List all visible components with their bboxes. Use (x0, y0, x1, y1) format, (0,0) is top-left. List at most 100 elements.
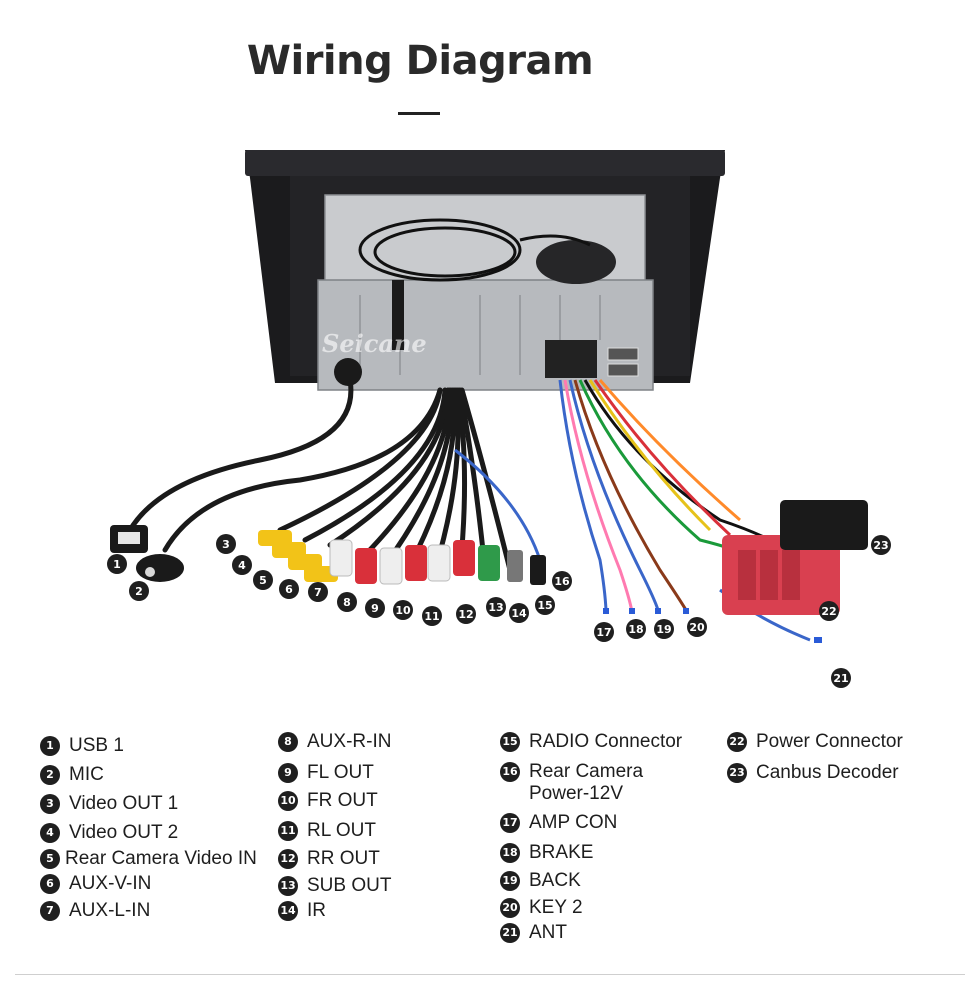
legend-badge: 4 (40, 823, 60, 843)
legend-label: RADIO Connector (529, 731, 683, 752)
callout-badge-label: 1 (113, 558, 121, 571)
legend-badge: 7 (40, 901, 60, 921)
legend-item-20: 20 KEY 2 (500, 897, 583, 919)
legend-badge: 22 (727, 732, 747, 752)
legend-label: Canbus Decoder (756, 762, 899, 783)
legend-label: AUX-L-IN (69, 900, 151, 921)
legend-label: FL OUT (307, 762, 374, 783)
callout-badge-label: 5 (259, 574, 267, 587)
legend-label: KEY 2 (529, 897, 583, 918)
legend-label: Power Connector (756, 731, 903, 752)
callout-badge-label: 8 (343, 596, 351, 609)
callout-badge-13: 13 (486, 597, 506, 617)
legend-label: ANT (529, 922, 567, 943)
callout-badge-label: 13 (488, 601, 503, 614)
legend-label: FR OUT (307, 790, 378, 811)
callout-badge-8: 8 (337, 592, 357, 612)
callout-badge-12: 12 (456, 604, 476, 624)
callout-badge-11: 11 (422, 606, 442, 626)
callout-badge-16: 16 (552, 571, 572, 591)
legend-item-15: 15 RADIO Connector (500, 731, 682, 753)
legend-item-22: 22 Power Connector (727, 731, 903, 753)
callout-badge-2: 2 (129, 581, 149, 601)
legend-badge: 11 (278, 821, 298, 841)
legend-badge: 6 (40, 874, 60, 894)
legend-badge: 13 (278, 876, 298, 896)
callout-badge-label: 16 (554, 575, 570, 588)
watermark-text: Seicane (322, 329, 427, 358)
legend-label: Video OUT 2 (69, 822, 179, 843)
callout-badge-label: 17 (596, 626, 611, 639)
page-title: Wiring Diagram (246, 38, 594, 84)
legend-item-1: 1 USB 1 (40, 735, 124, 757)
callout-badge-label: 11 (424, 610, 439, 623)
head-unit: Seicane (245, 150, 725, 391)
legend-label: IR (307, 900, 326, 921)
legend-label: Video OUT 1 (69, 793, 179, 814)
legend-label: AUX-V-IN (69, 873, 152, 894)
callout-badge-label: 3 (222, 538, 230, 551)
callout-badge-17: 17 (594, 622, 614, 642)
callout-badge-label: 7 (314, 586, 322, 599)
callout-badge-label: 20 (689, 621, 705, 634)
legend-badge: 2 (40, 765, 60, 785)
legend-label: Rear Camera Video IN (65, 848, 257, 869)
callout-badge-label: 22 (821, 605, 836, 618)
legend-label: MIC (69, 764, 104, 785)
callout-badge-15: 15 (535, 595, 555, 615)
callout-badge-label: 14 (511, 607, 527, 620)
callout-badge-label: 21 (833, 672, 848, 685)
legend-badge: 19 (500, 871, 520, 891)
callout-badge-19: 19 (654, 619, 674, 639)
title-underline (398, 112, 440, 115)
callout-badge-label: 18 (628, 623, 643, 636)
legend-badge: 1 (40, 736, 60, 756)
legend-label: BRAKE (529, 842, 594, 863)
av-cable-bundle (127, 377, 513, 573)
callout-badge-label: 9 (371, 602, 379, 615)
callout-badge-label: 4 (238, 559, 246, 572)
callout-badge-7: 7 (308, 582, 328, 602)
callout-badge-10: 10 (393, 600, 413, 620)
callout-badge-label: 10 (395, 604, 411, 617)
callout-badge-label: 19 (656, 623, 671, 636)
callout-badge-22: 22 (819, 601, 839, 621)
head-unit-diagram: Seicane (107, 150, 891, 688)
legend-label: USB 1 (69, 735, 124, 756)
legend-badge: 5 (40, 849, 60, 869)
legend-item-4: 4 Video OUT 2 (40, 822, 178, 844)
legend-badge: 21 (500, 923, 520, 943)
legend-badge: 8 (278, 732, 298, 752)
legend-label: RL OUT (307, 820, 376, 841)
legend-label: SUB OUT (307, 875, 392, 896)
callout-badge-5: 5 (253, 570, 273, 590)
mic-connector (136, 554, 184, 582)
callout-badge-18: 18 (626, 619, 646, 639)
callout-badge-4: 4 (232, 555, 252, 575)
legend-item-11: 11 RL OUT (278, 820, 376, 842)
legend-item-7: 7 AUX-L-IN (40, 900, 150, 922)
callout-badge-6: 6 (279, 579, 299, 599)
legend-badge: 12 (278, 849, 298, 869)
legend-label: Rear Camera Power-12V (529, 761, 644, 804)
footer-divider (15, 974, 965, 975)
callout-badge-14: 14 (509, 603, 529, 623)
legend-badge: 18 (500, 843, 520, 863)
legend-item-18: 18 BRAKE (500, 842, 593, 864)
legend-badge: 15 (500, 732, 520, 752)
rca-connectors (258, 530, 546, 585)
legend-badge: 20 (500, 898, 520, 918)
legend-item-2: 2 MIC (40, 764, 104, 786)
callout-badge-label: 12 (458, 608, 473, 621)
callout-badge-label: 23 (873, 539, 888, 552)
